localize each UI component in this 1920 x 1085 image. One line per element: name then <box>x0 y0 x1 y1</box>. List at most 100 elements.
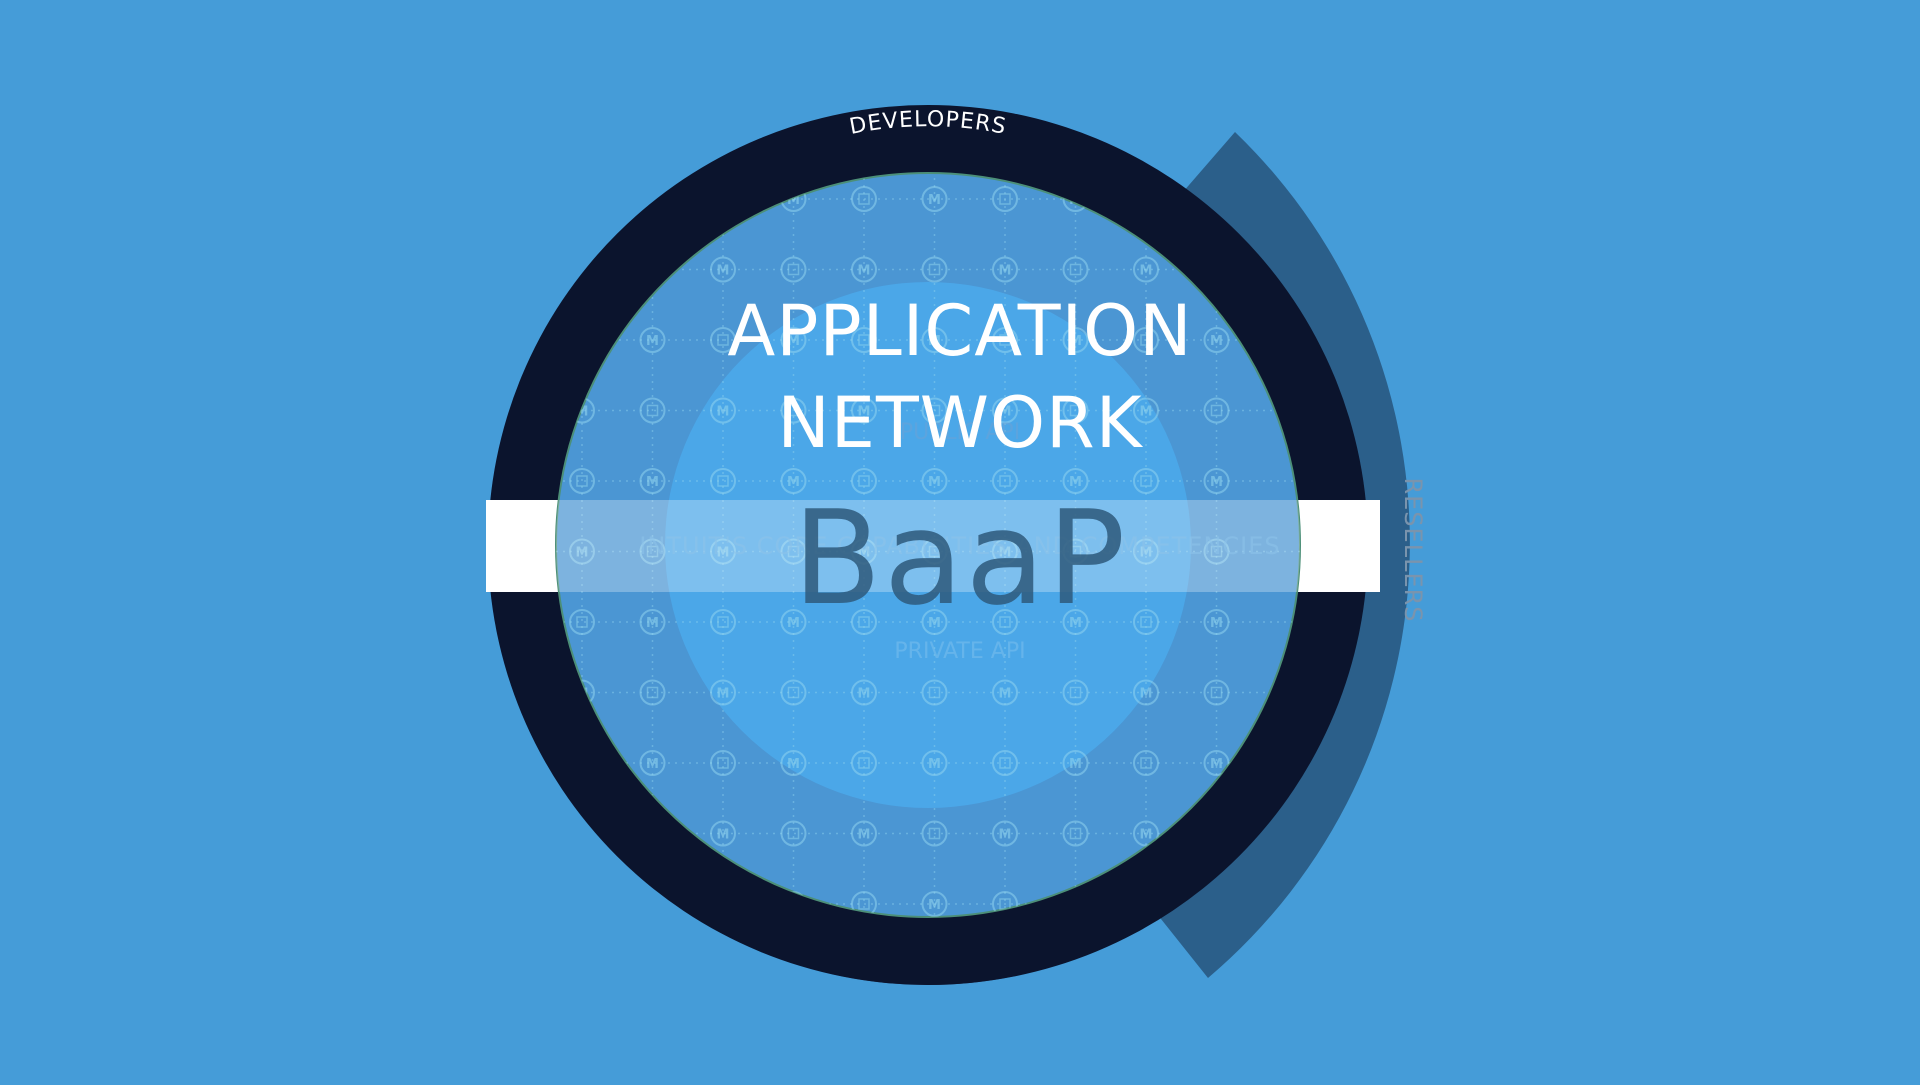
mulesoft-node-icon <box>992 820 1018 847</box>
service-glyph <box>1069 545 1082 558</box>
mulesoft-glyph: M <box>999 546 1012 561</box>
service-glyph <box>858 898 870 910</box>
mulesoft-node-icon <box>851 679 877 706</box>
service-glyph <box>576 475 588 487</box>
mulesoft-glyph: M <box>928 193 941 208</box>
mulesoft-node-icon <box>992 397 1018 424</box>
database-icon <box>1133 468 1159 494</box>
facebook-icon <box>1203 397 1230 424</box>
mulesoft-node-icon <box>851 538 877 565</box>
mobile-icon <box>780 820 807 847</box>
chart-icon <box>851 327 877 353</box>
mulesoft-glyph: M <box>717 546 730 561</box>
mulesoft-glyph: M <box>717 405 730 420</box>
service-glyph <box>928 263 941 276</box>
chart-icon <box>1133 750 1159 776</box>
mulesoft-node-icon <box>780 750 807 776</box>
twitter-icon <box>992 186 1018 212</box>
mobile-icon <box>851 186 877 212</box>
service-glyph <box>787 404 800 417</box>
title-line-1: APPLICATION <box>727 290 1193 372</box>
database-icon <box>569 609 595 635</box>
mulesoft-node-icon <box>780 327 807 353</box>
service-glyph <box>928 545 941 558</box>
mulesoft-glyph: M <box>928 475 941 490</box>
document-icon <box>992 609 1018 635</box>
mulesoft-node-icon <box>500 892 524 916</box>
cloud-icon <box>1062 820 1089 847</box>
service-glyph <box>858 475 870 487</box>
service-glyph <box>1069 827 1082 840</box>
mulesoft-glyph: M <box>787 334 800 349</box>
document-icon <box>1133 327 1159 353</box>
service-glyph <box>999 193 1011 205</box>
service-glyph <box>858 757 870 769</box>
service-glyph <box>507 265 517 275</box>
mulesoft-glyph: M <box>505 898 518 913</box>
mulesoft-node-icon <box>1203 750 1230 776</box>
mulesoft-node-icon <box>1133 820 1159 847</box>
mulesoft-glyph: M <box>858 687 871 702</box>
document-icon <box>780 538 807 565</box>
mulesoft-glyph: M <box>1140 264 1153 279</box>
service-glyph <box>717 475 729 487</box>
twitter-icon <box>921 820 948 847</box>
mulesoft-node-icon <box>992 538 1018 565</box>
title-line-2: NETWORK <box>777 382 1143 464</box>
mulesoft-glyph: M <box>505 757 518 772</box>
service-glyph <box>928 404 941 417</box>
mulesoft-node-icon <box>921 891 948 917</box>
chart-icon <box>921 679 948 706</box>
service-glyph <box>717 757 729 769</box>
mulesoft-glyph: M <box>717 687 730 702</box>
facebook-icon <box>992 327 1018 353</box>
service-glyph <box>858 616 870 628</box>
mulesoft-node-icon <box>639 609 666 635</box>
mulesoft-glyph: M <box>1140 687 1153 702</box>
mulesoft-glyph: M <box>999 405 1012 420</box>
mulesoft-glyph: M <box>1210 757 1223 772</box>
mulesoft-glyph: M <box>646 757 659 772</box>
mulesoft-node-icon <box>710 679 736 706</box>
service-glyph <box>787 545 800 558</box>
private-api-label: PRIVATE API <box>894 639 1026 664</box>
cloud-icon <box>851 750 877 776</box>
mulesoft-node-icon <box>569 538 595 565</box>
facebook-icon <box>780 256 807 283</box>
mulesoft-glyph: M <box>646 475 659 490</box>
mulesoft-glyph: M <box>1069 475 1082 490</box>
mulesoft-node-icon <box>500 751 524 775</box>
chart-icon <box>710 609 736 635</box>
document-icon <box>1203 679 1230 706</box>
mulesoft-node-icon <box>710 538 736 565</box>
service-glyph <box>646 545 659 558</box>
mulesoft-glyph: M <box>646 616 659 631</box>
database-icon <box>780 679 807 706</box>
mulesoft-node-icon <box>851 397 877 424</box>
mulesoft-node-icon <box>710 397 736 424</box>
mulesoft-glyph: M <box>1210 616 1223 631</box>
service-glyph <box>858 334 870 346</box>
service-glyph <box>717 616 729 628</box>
mulesoft-node-icon <box>851 256 877 283</box>
mulesoft-node-icon <box>921 750 948 776</box>
mulesoft-glyph: M <box>646 334 659 349</box>
cloud-icon <box>1203 538 1230 565</box>
mulesoft-node-icon <box>1133 397 1159 424</box>
mulesoft-glyph: M <box>787 475 800 490</box>
core-disc <box>665 282 1191 808</box>
resellers-arc <box>1130 132 1410 978</box>
cloud-icon <box>639 679 666 706</box>
mulesoft-node-icon <box>1203 468 1230 494</box>
mulesoft-node-icon <box>780 609 807 635</box>
mulesoft-node-icon <box>1062 609 1089 635</box>
service-glyph <box>999 334 1011 346</box>
mobile-icon <box>1062 256 1089 283</box>
service-glyph <box>576 193 588 205</box>
mulesoft-node-icon <box>1203 327 1230 353</box>
service-glyph <box>1140 757 1152 769</box>
twitter-icon <box>710 750 736 776</box>
mulesoft-node-icon <box>1062 468 1089 494</box>
service-glyph <box>1069 686 1082 699</box>
